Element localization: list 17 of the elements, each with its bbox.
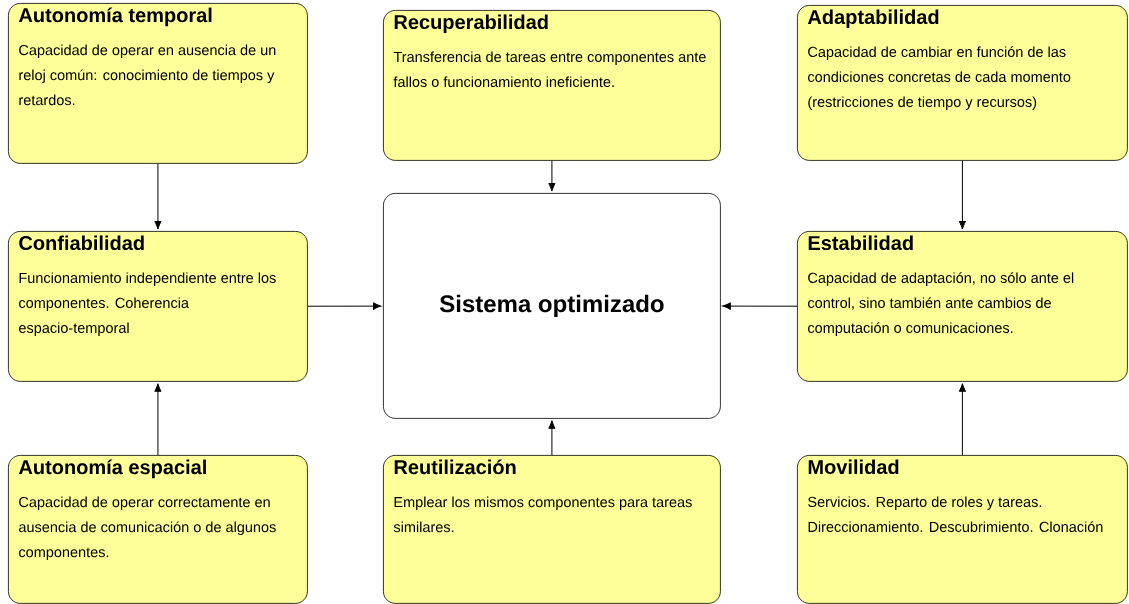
center-box: Sistema optimizado [383, 193, 721, 419]
arrow [958, 160, 966, 230]
feature-box: Autonomía espacial Capacidad de operar correctamente en ausencia de comunicación o de algunos componentes. [8, 455, 308, 604]
arrow [548, 420, 556, 456]
feature-box: Confiabilidad Funcionamiento independiente entre los componentes. Coherencia espacio-temporal [8, 231, 308, 382]
feature-box: Recuperabilidad Transferencia de tareas entre componentes ante fallos o funcionamiento ineficiente. [383, 10, 721, 161]
feature-box: Reutilización Emplear los mismos componentes para tareas similares. [383, 455, 721, 604]
arrow [154, 383, 162, 456]
arrow [154, 163, 162, 230]
arrow [958, 383, 966, 456]
arrow [548, 160, 556, 192]
feature-box: Movilidad Servicios. Reparto de roles y tareas. Direccionamiento. Descubrimiento. Clonación [797, 455, 1128, 604]
feature-box: Adaptabilidad Capacidad de cambiar en función de las condiciones concretas de cada momento (restricciones de tiempo y recursos) [797, 5, 1128, 161]
arrow [307, 302, 382, 310]
arrow [722, 302, 798, 310]
feature-box: Autonomía temporal Capacidad de operar en ausencia de un reloj común: conocimiento de tiempos y retardos. [8, 3, 308, 164]
feature-box: Estabilidad Capacidad de adaptación, no sólo ante el control, sino también ante cambios de computación o comunicaciones. [797, 231, 1128, 382]
